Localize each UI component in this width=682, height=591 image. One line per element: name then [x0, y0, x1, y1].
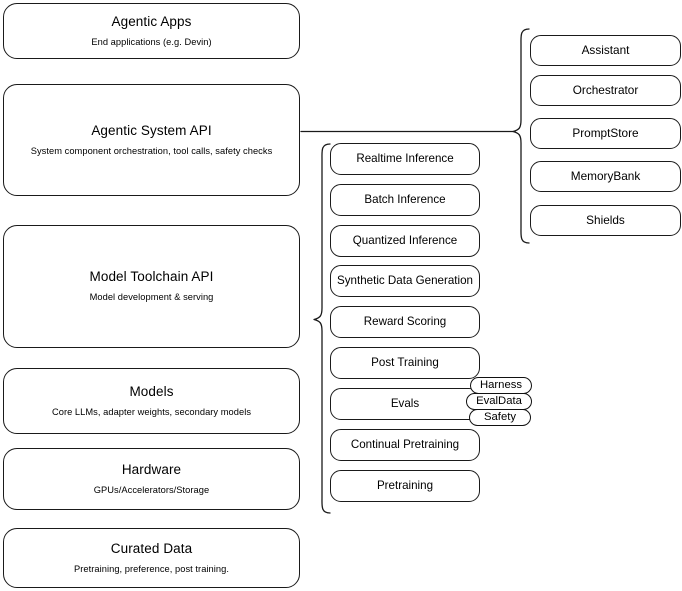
toolchain-box-batch-inference[interactable]: Batch Inference [330, 184, 480, 216]
agentic-label: Shields [586, 213, 625, 228]
layer-title: Model Toolchain API [89, 269, 214, 285]
layer-box-agentic-system-api[interactable]: Agentic System API System component orch… [3, 84, 300, 196]
layer-box-curated-data[interactable]: Curated Data Pretraining, preference, po… [3, 528, 300, 588]
layer-subtitle: Pretraining, preference, post training. [74, 563, 229, 574]
brace-toolchain [313, 143, 331, 514]
agentic-box-memorybank[interactable]: MemoryBank [530, 161, 681, 192]
toolchain-label: Pretraining [376, 478, 434, 492]
layer-subtitle: System component orchestration, tool cal… [30, 145, 273, 156]
toolchain-label: Realtime Inference [356, 151, 454, 165]
agentic-box-shields[interactable]: Shields [530, 205, 681, 236]
layer-box-model-toolchain-api[interactable]: Model Toolchain API Model development & … [3, 225, 300, 348]
brace-agentic [512, 28, 530, 244]
layer-subtitle: End applications (e.g. Devin) [91, 36, 212, 47]
agentic-label: Orchestrator [572, 83, 639, 98]
toolchain-label: Evals [390, 396, 420, 410]
toolchain-box-reward-scoring[interactable]: Reward Scoring [330, 306, 480, 338]
eval-tag-label: EvalData [476, 394, 522, 407]
eval-tag-label: Safety [483, 410, 517, 423]
eval-tag-safety[interactable]: Safety [469, 409, 531, 426]
toolchain-box-post-training[interactable]: Post Training [330, 347, 480, 379]
toolchain-box-quantized-inference[interactable]: Quantized Inference [330, 225, 480, 257]
toolchain-label: Quantized Inference [352, 233, 458, 247]
agentic-box-promptstore[interactable]: PromptStore [530, 118, 681, 149]
agentic-label: Assistant [581, 43, 630, 58]
toolchain-label: Post Training [371, 355, 439, 369]
toolchain-label: Batch Inference [364, 192, 446, 206]
layer-box-hardware[interactable]: Hardware GPUs/Accelerators/Storage [3, 448, 300, 510]
agentic-box-orchestrator[interactable]: Orchestrator [530, 75, 681, 106]
agentic-label: PromptStore [572, 126, 639, 141]
layer-title: Models [129, 383, 174, 399]
layer-subtitle: Core LLMs, adapter weights, secondary mo… [51, 406, 252, 417]
toolchain-label: Reward Scoring [363, 314, 447, 328]
layer-subtitle: Model development & serving [89, 292, 214, 303]
layer-title: Hardware [121, 461, 182, 477]
toolchain-label: Synthetic Data Generation [337, 273, 473, 287]
toolchain-box-pretraining[interactable]: Pretraining [330, 470, 480, 502]
layer-box-agentic-apps[interactable]: Agentic Apps End applications (e.g. Devi… [3, 3, 300, 59]
toolchain-box-synthetic-data-generation[interactable]: Synthetic Data Generation [330, 265, 480, 297]
agentic-label: MemoryBank [570, 169, 641, 184]
toolchain-box-evals[interactable]: Evals [330, 388, 480, 420]
eval-tag-evaldata[interactable]: EvalData [466, 393, 532, 410]
eval-tag-harness[interactable]: Harness [470, 377, 532, 394]
layer-subtitle: GPUs/Accelerators/Storage [93, 484, 210, 495]
layer-title: Agentic Apps [111, 13, 192, 29]
toolchain-box-realtime-inference[interactable]: Realtime Inference [330, 143, 480, 175]
toolchain-label: Continual Pretraining [350, 437, 460, 451]
layer-title: Agentic System API [91, 122, 212, 138]
eval-tag-label: Harness [479, 378, 523, 391]
toolchain-box-continual-pretraining[interactable]: Continual Pretraining [330, 429, 480, 461]
layer-title: Curated Data [110, 540, 193, 556]
agentic-box-assistant[interactable]: Assistant [530, 35, 681, 66]
layer-box-models[interactable]: Models Core LLMs, adapter weights, secon… [3, 368, 300, 434]
